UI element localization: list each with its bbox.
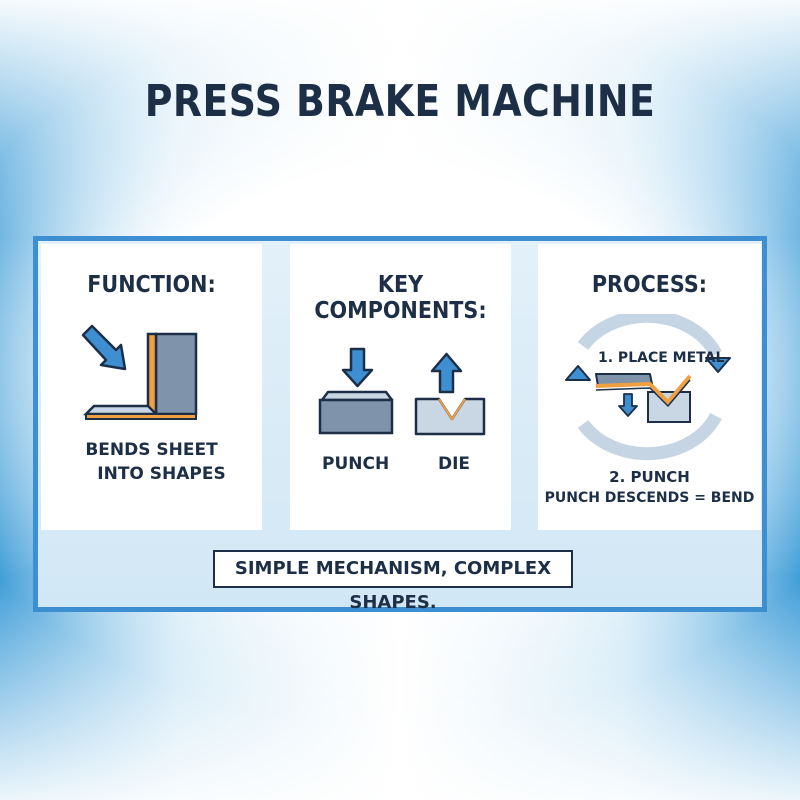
process-panel: PROCESS: 1. PLACE METAL 2. PUNCH PUNCH D…: [538, 244, 761, 530]
process-step2: 2. PUNCH: [609, 468, 690, 486]
process-heading: PROCESS:: [591, 272, 708, 298]
function-heading: FUNCTION:: [87, 272, 216, 298]
components-panel: KEY COMPONENTS: PUNCH DIE: [290, 244, 511, 530]
function-text-line2: INTO SHAPES: [97, 464, 226, 484]
bent-sheet-icon: [81, 324, 198, 420]
cycle-arrows-icon: [565, 314, 731, 461]
die-icon: [414, 352, 486, 436]
page-title: PRESS BRAKE MACHINE: [144, 76, 656, 127]
function-text-line1: BENDS SHEET: [85, 440, 218, 460]
components-heading: KEY COMPONENTS:: [314, 272, 487, 324]
punch-label: PUNCH: [322, 454, 390, 474]
punch-icon: [318, 347, 394, 435]
process-step1: 1. PLACE METAL: [598, 350, 725, 366]
process-step2-detail: PUNCH DESCENDS = BEND: [544, 490, 755, 506]
die-label: DIE: [438, 454, 471, 474]
tagline-box: SIMPLE MECHANISM, COMPLEX SHAPES.: [213, 550, 573, 613]
function-panel: FUNCTION: BENDS SHEET INTO SHAPES: [41, 244, 262, 530]
